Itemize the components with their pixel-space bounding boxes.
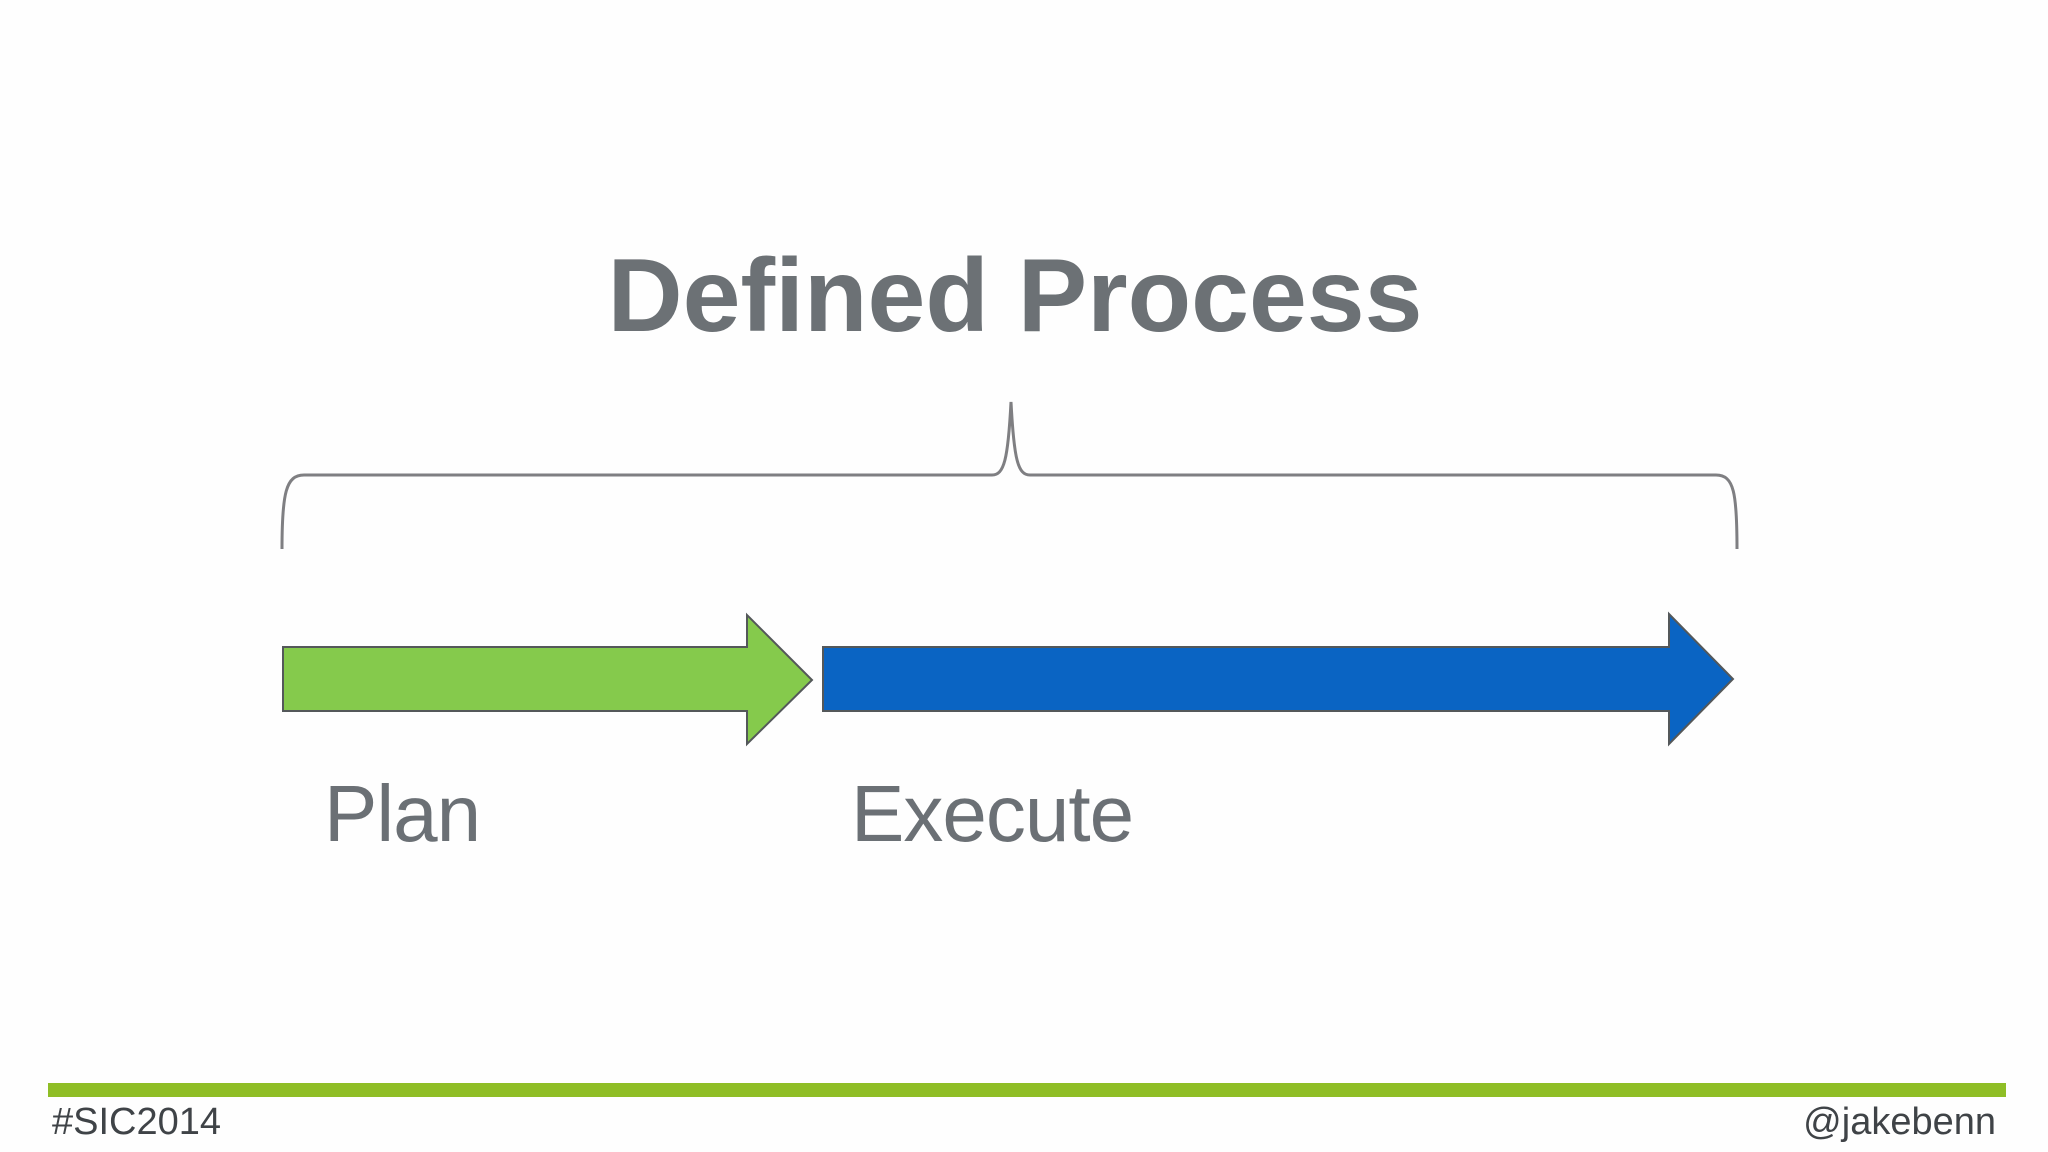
brace-path [280, 401, 1739, 550]
footer-divider-bar [48, 1083, 2006, 1097]
plan-label: Plan [324, 769, 481, 858]
process-arrows [282, 611, 1735, 747]
slide-title: Defined Process [607, 238, 1423, 354]
execute-arrow [822, 611, 1735, 747]
footer-hashtag: #SIC2014 [52, 1101, 222, 1143]
execute-label: Execute [851, 769, 1134, 858]
plan-arrow [282, 612, 814, 747]
footer-handle: @jakebenn [1803, 1101, 1996, 1143]
top-brace [280, 401, 1739, 550]
